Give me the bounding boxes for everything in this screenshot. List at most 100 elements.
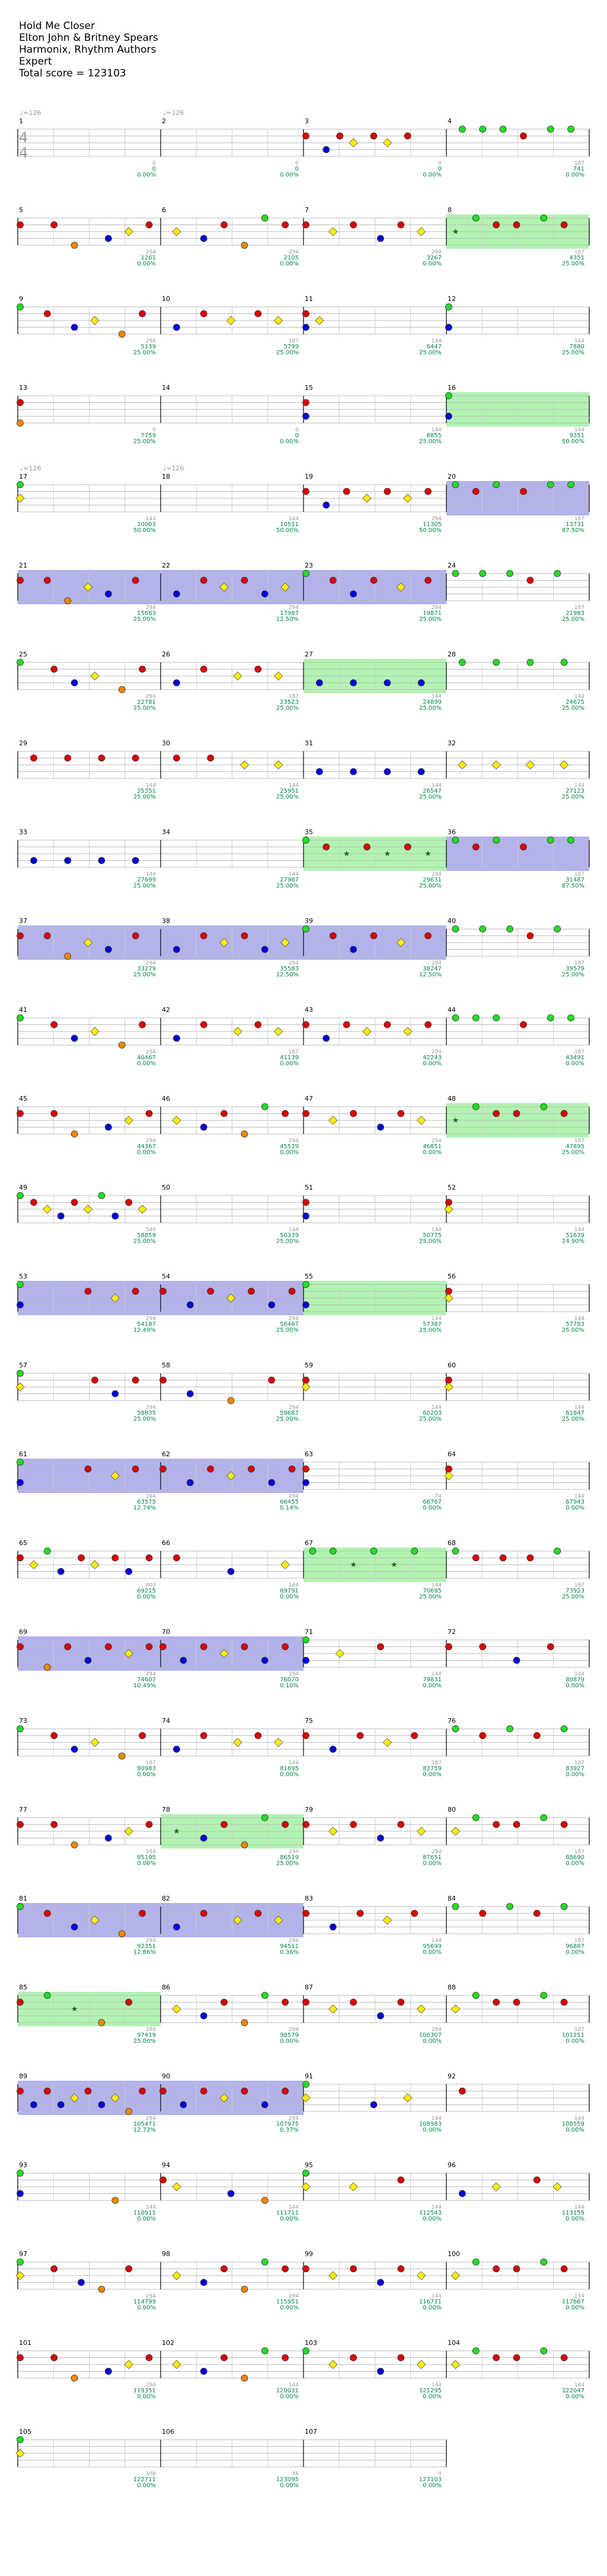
note-yellow	[458, 760, 467, 770]
measure-percent: 25.00%	[133, 438, 156, 445]
measure-number: 96	[448, 2161, 456, 2169]
measure-percent: 10.49%	[133, 1683, 156, 1689]
measure-score: 69791	[280, 1588, 299, 1594]
note-red	[50, 1021, 58, 1029]
note-red	[254, 1732, 262, 1739]
note-red	[302, 488, 309, 495]
note-red	[221, 2354, 228, 2362]
measure-number: 78	[162, 1806, 170, 1814]
note-red	[139, 310, 146, 318]
note-blue	[268, 1301, 276, 1309]
measure-score: 44367	[137, 1143, 156, 1150]
note-red	[132, 1287, 139, 1295]
note-yellow	[226, 316, 236, 325]
note-green	[329, 1547, 337, 1555]
note-blue	[268, 1479, 276, 1486]
measure-number: 67	[305, 1539, 313, 1547]
measure-number: 95	[305, 2161, 313, 2169]
measure-score: 47895	[566, 1143, 584, 1150]
note-green	[43, 1547, 51, 1555]
note-green	[554, 925, 561, 933]
note-blue	[261, 1657, 269, 1664]
measure-percent: 25.00%	[562, 261, 584, 267]
measure-score: 26547	[423, 788, 442, 794]
note-blue	[261, 2101, 269, 2109]
measure-number: 65	[19, 1539, 27, 1547]
measure-note-count: 144	[574, 694, 584, 700]
measure-note-count: 144	[432, 1671, 442, 1677]
note-green	[445, 303, 452, 310]
measure-note-count: 74	[435, 1494, 442, 1500]
measure-note-count: 187	[574, 1938, 584, 1944]
measure-percent: 12.49%	[133, 1327, 156, 1334]
note-red	[145, 1643, 153, 1651]
measure-score: 27987	[280, 877, 299, 883]
measure-score: 96887	[566, 1943, 584, 1950]
note-green	[526, 659, 534, 666]
staff-row: 41294404670.00%42187411390.00%4329442243…	[17, 1006, 590, 1067]
note-red	[17, 932, 24, 940]
note-red	[493, 1110, 500, 1117]
note-green	[17, 2436, 24, 2443]
note-red	[200, 932, 207, 940]
measure-number: 28	[448, 651, 456, 658]
note-red	[241, 2087, 248, 2095]
note-red	[200, 1021, 207, 1029]
measure-percent: 25.00%	[562, 1327, 584, 1334]
measure-number: 37	[19, 917, 27, 925]
note-blue	[261, 946, 269, 953]
note-green	[472, 1014, 480, 1021]
measure-score: 108559	[562, 2121, 584, 2128]
note-red	[200, 576, 207, 584]
measure-note-count: 187	[574, 605, 584, 611]
measure-score: 69215	[137, 1588, 156, 1594]
star-note: ★	[384, 850, 391, 858]
star-note: ★	[343, 850, 350, 858]
note-red	[397, 1821, 405, 1828]
measure-score: 107975	[276, 2121, 299, 2128]
measure-percent: 0.00%	[137, 261, 156, 267]
note-yellow	[403, 494, 413, 503]
note-orange	[241, 1130, 248, 1138]
note-green	[261, 1103, 269, 1110]
measure-score: 24899	[423, 699, 442, 706]
note-red	[139, 1732, 146, 1739]
staff-row: 852949741925.00%★86294985790.00%87294100…	[17, 1984, 590, 2045]
measure-percent: 0.00%	[280, 2394, 299, 2400]
note-yellow	[274, 760, 283, 770]
note-red	[43, 1909, 51, 1917]
note-blue	[200, 235, 207, 242]
note-red	[111, 1554, 119, 1562]
measure-percent: 0.14%	[280, 1505, 299, 1511]
staff-row: 572945883525.00%582945968725.00%59144602…	[15, 1361, 590, 1422]
note-green	[17, 659, 24, 666]
note-orange	[241, 1841, 248, 1848]
measure-number: 12	[448, 295, 456, 303]
note-red	[30, 754, 37, 762]
note-red	[445, 1643, 452, 1651]
note-green	[554, 1547, 561, 1555]
note-yellow	[349, 138, 358, 148]
measure-score: 66455	[280, 1499, 299, 1505]
measure-number: 27	[305, 651, 313, 658]
note-orange	[241, 2019, 248, 2026]
measure-number: 97	[19, 2250, 27, 2258]
measure-number: 82	[162, 1895, 170, 1902]
measure-note-count: 144	[289, 2205, 299, 2210]
note-yellow	[274, 1027, 283, 1036]
measure-note-count: 144	[289, 1760, 299, 1766]
star-note: ★	[173, 1827, 180, 1836]
measure-note-count: 294	[289, 1938, 299, 1944]
note-red	[207, 1465, 215, 1473]
measure-percent: 25.00%	[276, 794, 299, 800]
measure-note-count: 144	[574, 1316, 584, 1322]
measure-number: 59	[305, 1361, 313, 1369]
staff-row: 331442769925.00%341442798725.00%35294296…	[17, 828, 590, 889]
measure-percent: 0.00%	[566, 2394, 584, 2400]
measure-percent: 0.00%	[423, 2038, 442, 2045]
note-red	[302, 221, 309, 229]
note-red	[247, 1287, 255, 1295]
measure-score: 120031	[276, 2388, 299, 2394]
note-blue	[261, 590, 269, 598]
note-yellow	[552, 2182, 562, 2191]
